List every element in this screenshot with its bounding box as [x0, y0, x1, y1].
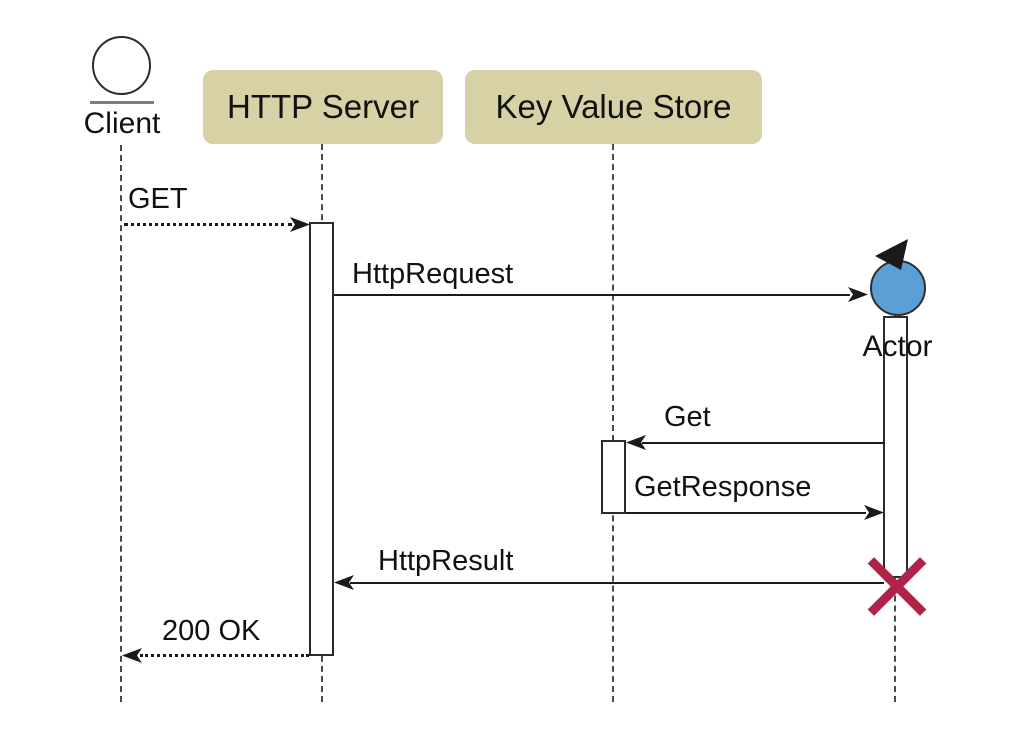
participant-label-key-value-store: Key Value Store	[495, 88, 732, 125]
message-line-httprequest	[334, 294, 850, 296]
participant-box-key-value-store: Key Value Store	[465, 70, 762, 144]
destruction-x-icon	[860, 557, 934, 616]
client-entity-underline	[90, 101, 154, 104]
message-label-200-ok: 200 OK	[162, 615, 261, 647]
arrowhead-getresponse	[864, 505, 884, 520]
message-line-getresponse	[626, 512, 866, 514]
arrowhead-httprequest	[848, 287, 868, 302]
participant-label-actor: Actor	[862, 330, 933, 363]
message-label-getresponse: GetResponse	[634, 471, 812, 503]
activation-bar-key-value-store	[601, 440, 626, 514]
message-line-200-ok	[140, 654, 309, 657]
actor-control-rotation-arrow-icon	[875, 239, 908, 270]
lifeline-client	[120, 145, 122, 702]
message-label-httprequest: HttpRequest	[352, 258, 514, 290]
message-label-get: GET	[128, 183, 188, 215]
lifeline-key-value-store	[612, 144, 614, 702]
participant-label-http-server: HTTP Server	[227, 88, 419, 125]
client-entity-icon	[92, 36, 151, 95]
arrowhead-get	[290, 217, 310, 232]
participant-box-http-server: HTTP Server	[203, 70, 443, 144]
arrowhead-200-ok	[122, 648, 142, 663]
activation-bar-actor	[883, 316, 908, 578]
message-line-get	[124, 223, 292, 226]
activation-bar-http-server	[309, 222, 334, 656]
message-line-httpresult	[350, 582, 884, 584]
actor-control-icon	[870, 260, 926, 316]
message-line-get-kv	[642, 442, 883, 444]
message-label-httpresult: HttpResult	[378, 545, 514, 577]
message-label-get-kv: Get	[664, 401, 711, 433]
participant-label-client: Client	[83, 107, 161, 140]
